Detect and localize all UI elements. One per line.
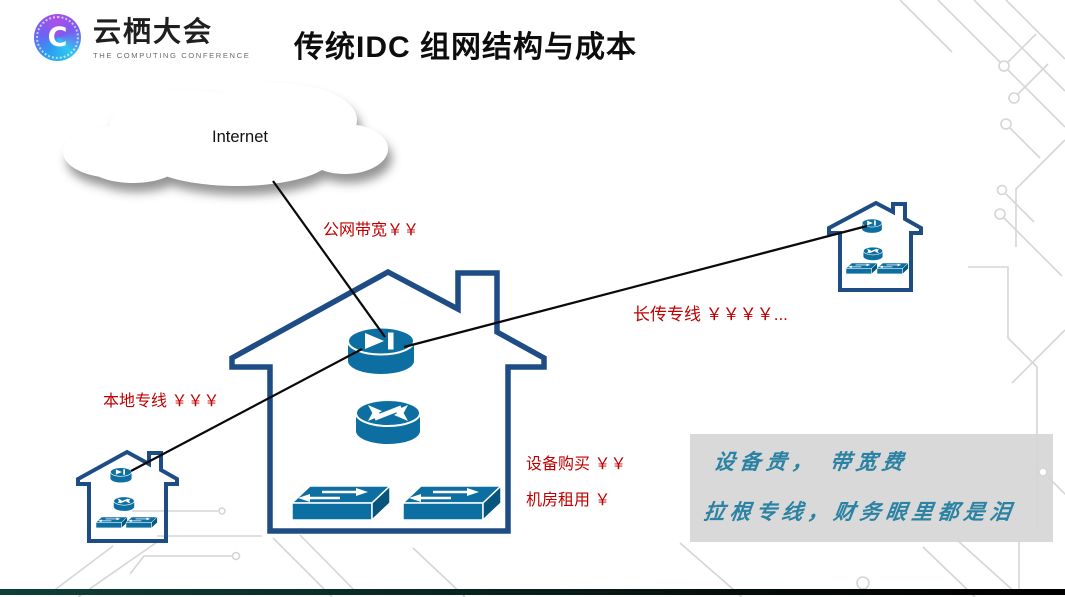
- slide-title: 传统IDC 组网结构与成本: [294, 31, 637, 64]
- idc-house-center: [229, 268, 547, 534]
- logo-globe-icon: C: [34, 14, 81, 61]
- router-icon: [113, 496, 135, 512]
- lan-switch-icon: [401, 484, 503, 522]
- cost-label-long-haul-line: 长传专线 ￥￥￥￥...: [633, 305, 788, 324]
- cost-label-local-line: 本地专线 ￥￥￥: [103, 393, 220, 410]
- cost-label-public-bandwidth: 公网带宽￥￥: [323, 222, 420, 239]
- slide-bottom-bar: [0, 589, 1065, 595]
- lan-switch-icon: [290, 484, 392, 522]
- left-house-devices: [95, 467, 158, 529]
- idc-house-right: [827, 200, 923, 292]
- center-house-devices: [290, 326, 503, 522]
- lan-switch-icon: [125, 516, 158, 529]
- lan-switch-icon: [95, 516, 128, 529]
- internet-label: Internet: [212, 128, 268, 146]
- idc-house-left: [76, 449, 179, 543]
- internet-cloud-icon: [63, 83, 392, 195]
- router-icon: [354, 398, 422, 446]
- cost-note-box: 设备贵， 带宽费 拉根专线，财务眼里都是泪: [690, 434, 1053, 542]
- right-house-devices: [845, 218, 909, 275]
- local-leased-line: [130, 348, 363, 472]
- long-haul-leased-line: [403, 224, 868, 349]
- lan-switch-icon: [845, 262, 878, 275]
- lan-switch-icon: [876, 262, 909, 275]
- cost-label-rental: 机房租用 ￥: [526, 492, 611, 509]
- content-switch-icon: [110, 467, 132, 483]
- conference-logo: C 云栖大会 THE COMPUTING CONFERENCE: [34, 14, 250, 61]
- router-icon: [862, 246, 884, 261]
- public-bandwidth-line: [272, 180, 386, 338]
- cost-label-equipment: 设备购买 ￥￥: [526, 456, 627, 473]
- circuit-trace-decoration: [47, 0, 1065, 597]
- logo-brand-text: 云栖大会: [93, 16, 214, 47]
- logo-subtitle-text: THE COMPUTING CONFERENCE: [93, 51, 251, 61]
